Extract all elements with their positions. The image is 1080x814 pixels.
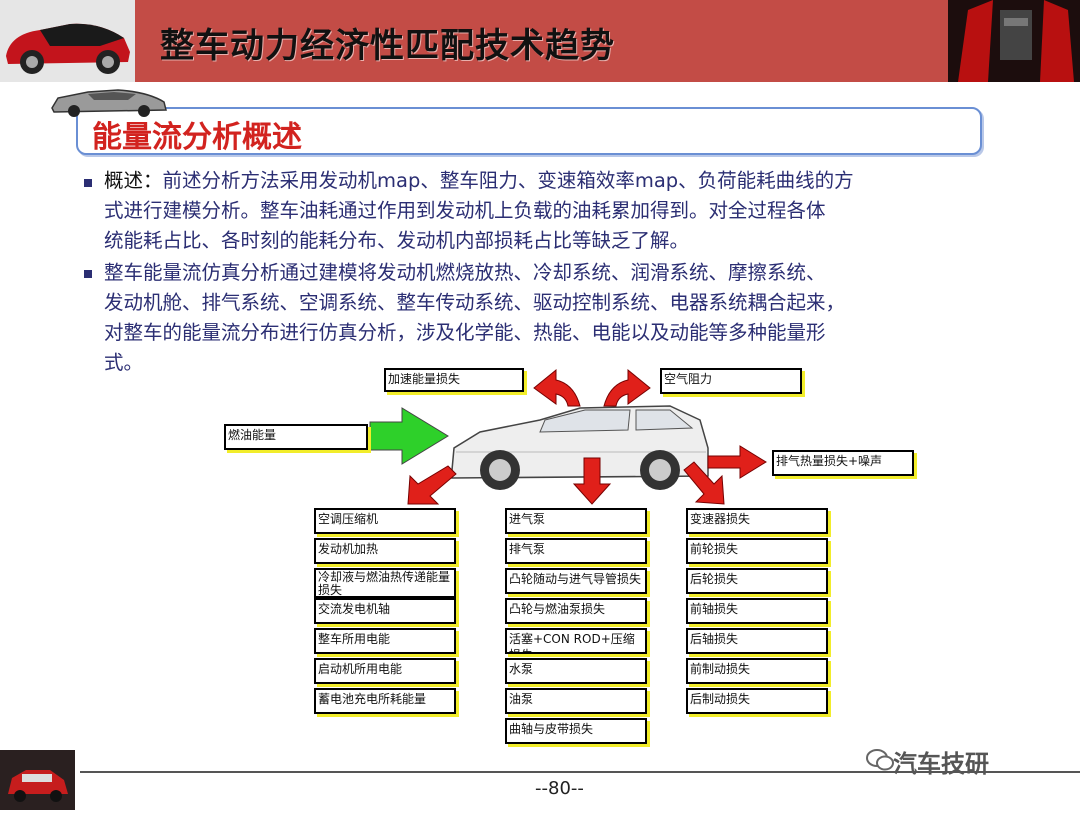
footer-divider bbox=[80, 771, 1080, 773]
mini-car-photo bbox=[0, 750, 75, 810]
station-wagon-car-icon bbox=[451, 405, 709, 490]
paragraph-overview: 概述：前述分析方法采用发动机map、整车阻力、变速箱效率map、负荷能耗曲线的方… bbox=[104, 166, 1024, 256]
col2-item: 凸轮随动与进气导管损失 bbox=[505, 568, 647, 594]
fuel-arrow bbox=[369, 407, 449, 465]
arrow-to-col1 bbox=[407, 465, 457, 505]
col2-item: 凸轮与燃油泵损失 bbox=[505, 598, 647, 624]
col1-item: 空调压缩机 bbox=[314, 508, 456, 534]
col2-item: 水泵 bbox=[505, 658, 647, 684]
section-heading-box bbox=[76, 107, 982, 155]
text-line: 对整车的能量流分布进行仿真分析，涉及化学能、热能、电能以及动能等多种能量形 bbox=[104, 321, 826, 344]
paragraph-energy-flow: 整车能量流仿真分析通过建模将发动机燃烧放热、冷却系统、润滑系统、摩擦系统、 发动… bbox=[104, 258, 1024, 378]
col2-item: 油泵 bbox=[505, 688, 647, 714]
col3-item: 后制动损失 bbox=[686, 688, 828, 714]
label-accel-loss: 加速能量损失 bbox=[384, 368, 524, 392]
overview-lead: 概述： bbox=[104, 169, 163, 192]
label-air-resistance: 空气阻力 bbox=[660, 368, 802, 394]
text-line: 前述分析方法采用发动机map、整车阻力、变速箱效率map、负荷能耗曲线的方 bbox=[162, 169, 854, 192]
col2-item: 活塞+CON ROD+压缩损失 bbox=[505, 628, 647, 654]
col1-item: 交流发电机轴 bbox=[314, 598, 456, 624]
arrow-to-col3 bbox=[683, 461, 725, 505]
header-band bbox=[0, 0, 1080, 82]
col2-item: 曲轴与皮带损失 bbox=[505, 718, 647, 744]
bullet-icon bbox=[84, 179, 92, 187]
col3-item: 后轴损失 bbox=[686, 628, 828, 654]
col3-item: 前轴损失 bbox=[686, 598, 828, 624]
col1-item: 蓄电池充电所耗能量 bbox=[314, 688, 456, 714]
wechat-icon bbox=[866, 748, 894, 776]
accel-loss-arrow bbox=[533, 368, 581, 407]
col1-item: 发动机加热 bbox=[314, 538, 456, 564]
col1-item: 整车所用电能 bbox=[314, 628, 456, 654]
page-number: --80-- bbox=[535, 778, 584, 799]
col3-item: 前轮损失 bbox=[686, 538, 828, 564]
watermark-text: 汽车技研 bbox=[893, 750, 989, 778]
col3-item: 前制动损失 bbox=[686, 658, 828, 684]
page-title: 整车动力经济性匹配技术趋势 bbox=[160, 26, 615, 66]
text-line: 式。 bbox=[104, 351, 144, 374]
bullet-icon bbox=[84, 270, 92, 278]
col1-item: 启动机所用电能 bbox=[314, 658, 456, 684]
col3-item: 后轮损失 bbox=[686, 568, 828, 594]
section-title: 能量流分析概述 bbox=[92, 120, 302, 155]
col3-item: 变速器损失 bbox=[686, 508, 828, 534]
text-line: 式进行建模分析。整车油耗通过作用到发动机上负载的油耗累加得到。对全过程各体 bbox=[104, 199, 826, 222]
text-line: 统能耗占比、各时刻的能耗分布、发动机内部损耗占比等缺乏了解。 bbox=[104, 229, 690, 252]
label-exhaust: 排气热量损失+噪声 bbox=[772, 450, 914, 476]
label-fuel-energy: 燃油能量 bbox=[224, 424, 368, 450]
arrow-to-col2 bbox=[572, 457, 612, 505]
text-line: 整车能量流仿真分析通过建模将发动机燃烧放热、冷却系统、润滑系统、摩擦系统、 bbox=[104, 261, 826, 284]
col2-item: 排气泵 bbox=[505, 538, 647, 564]
sports-car-photo bbox=[0, 0, 135, 82]
text-line: 发动机舱、排气系统、空调系统、整车传动系统、驱动控制系统、电器系统耦合起来， bbox=[104, 291, 846, 314]
car-interior-photo bbox=[948, 0, 1080, 82]
col2-item: 进气泵 bbox=[505, 508, 647, 534]
car-silhouette-icon bbox=[48, 82, 170, 118]
col1-item: 冷却液与燃油热传递能量损失 bbox=[314, 568, 456, 598]
air-resistance-arrow bbox=[603, 368, 651, 407]
exhaust-arrow bbox=[707, 445, 767, 479]
